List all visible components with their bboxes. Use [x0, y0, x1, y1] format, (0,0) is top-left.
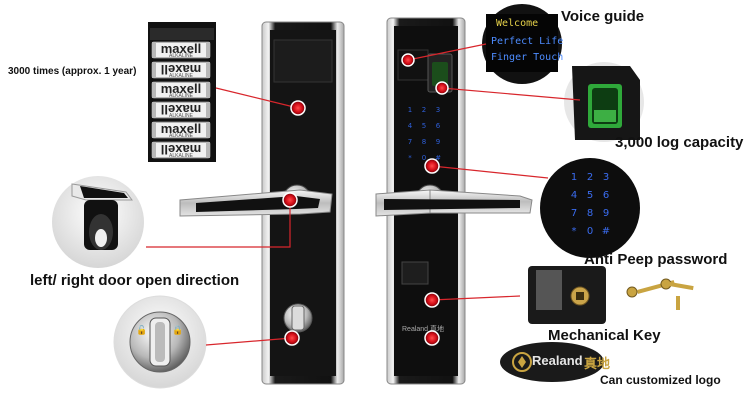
battery-sub-label: ALKALINE: [169, 113, 194, 119]
battery-brand-label: maxell: [161, 102, 201, 117]
keypad-key[interactable]: 4: [408, 122, 413, 130]
keypad-key[interactable]: *: [572, 226, 577, 237]
keypad-key[interactable]: 7: [571, 208, 577, 219]
label-mechanical-key: Mechanical Key: [548, 327, 661, 344]
marker-thumbturn: [284, 330, 300, 346]
keypad-key[interactable]: 3: [603, 172, 609, 183]
battery-photo: maxellALKALINEmaxellALKALINEmaxellALKALI…: [148, 22, 216, 162]
svg-text:🔓: 🔓: [136, 324, 147, 336]
keypad-key[interactable]: 4: [571, 190, 577, 201]
logo-badge: [500, 342, 604, 382]
label-battery-life: 3000 times (approx. 1 year): [8, 66, 137, 77]
marker-handle: [282, 192, 298, 208]
keypad-key[interactable]: 9: [603, 208, 609, 219]
keypad-key[interactable]: 8: [587, 208, 593, 219]
battery-brand-label: maxell: [161, 142, 201, 157]
battery-sub-label: ALKALINE: [169, 53, 194, 59]
keypad-key[interactable]: 5: [422, 122, 426, 130]
label-voice-guide: Voice guide: [561, 8, 645, 25]
voice-screen-closeup: [482, 4, 562, 84]
battery-brand-label: maxell: [161, 41, 201, 56]
keypad-key[interactable]: 6: [603, 190, 609, 201]
handle-closeup: [52, 176, 144, 268]
screen-line-2: Perfect Life: [491, 36, 564, 47]
keypad-key[interactable]: 5: [587, 190, 593, 201]
keypad: 1 2 3 4 5 6 7 8 9 * 0 #: [408, 106, 441, 162]
keypad-key[interactable]: 9: [436, 138, 440, 146]
marker-key: [424, 292, 440, 308]
keypad-key[interactable]: 8: [422, 138, 426, 146]
marker-logo: [424, 330, 440, 346]
label-custom-logo: Can customized logo: [600, 373, 721, 387]
marker-fingerprint: [435, 81, 449, 95]
keypad-key[interactable]: *: [408, 154, 412, 162]
brass-keys: [626, 278, 694, 310]
marker-battery: [290, 100, 306, 116]
thumbturn-closeup: 🔓 🔒: [113, 295, 207, 389]
keypad-key[interactable]: #: [435, 154, 441, 162]
battery-brand-label: maxell: [161, 62, 201, 77]
keypad-key[interactable]: 0: [587, 226, 593, 237]
lead-lines: [146, 43, 581, 346]
keypad-key[interactable]: 1: [408, 106, 412, 114]
keypad-key[interactable]: 2: [587, 172, 593, 183]
label-log-capacity: 3,000 log capacity: [615, 134, 744, 151]
keypad-key[interactable]: 2: [422, 106, 426, 114]
mechanical-key-closeup: [528, 266, 694, 324]
battery-sub-label: ALKALINE: [169, 93, 194, 99]
keypad-key[interactable]: #: [602, 226, 610, 237]
keypad-key[interactable]: 6: [436, 122, 441, 130]
keypad-key[interactable]: 7: [408, 138, 412, 146]
screen-line-1: Welcome: [496, 18, 539, 29]
keypad-key[interactable]: 0: [422, 154, 426, 162]
battery-sub-label: ALKALINE: [169, 153, 194, 159]
svg-text:🔒: 🔒: [172, 325, 183, 336]
battery-brand-label: maxell: [161, 121, 201, 136]
front-logo-text: Realand 真地: [402, 324, 444, 333]
fingerprint-closeup: [564, 62, 644, 142]
front-panel: 1 2 3 4 5 6 7 8 9 * 0 # Realand 真地: [375, 17, 533, 385]
battery-sub-label: ALKALINE: [169, 133, 194, 139]
screen-line-3: Finger Touch: [491, 52, 564, 63]
battery-sub-label: ALKALINE: [169, 73, 194, 79]
label-anti-peep: Anti Peep password: [584, 251, 728, 268]
marker-keypad: [424, 158, 440, 174]
logo-cn: 真地: [584, 357, 611, 372]
markers: [282, 53, 449, 346]
label-door-direction: left/ right door open direction: [30, 272, 240, 289]
keypad-key[interactable]: 3: [436, 106, 440, 114]
battery-brand-label: maxell: [161, 81, 201, 96]
marker-screen: [401, 53, 415, 67]
logo-brand: Realand: [532, 353, 583, 368]
keypad-key[interactable]: 1: [571, 172, 577, 183]
